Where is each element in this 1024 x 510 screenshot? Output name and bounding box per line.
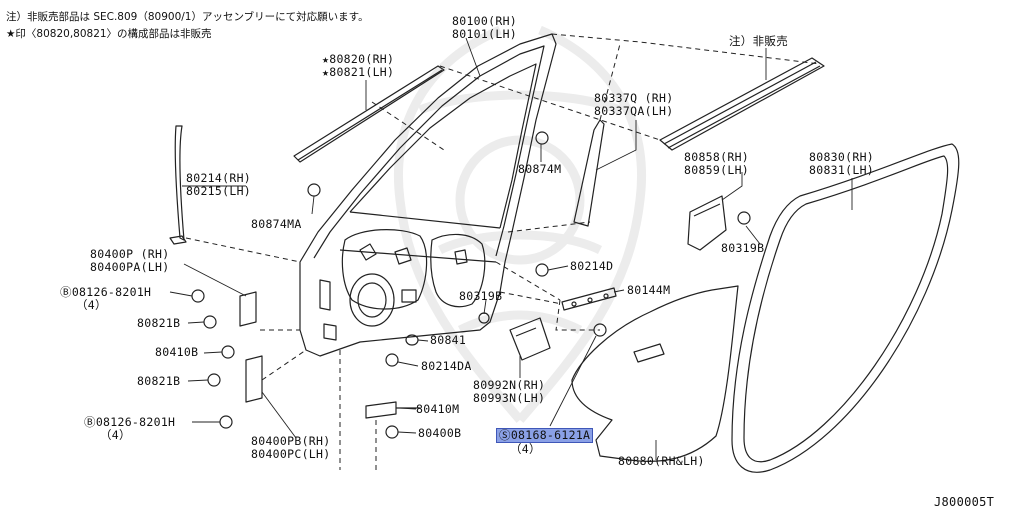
part-label-80410M[interactable]: 80410M [416,402,460,416]
part-label-80400P[interactable]: 80400P (RH) 80400PA(LH) [90,248,169,274]
moulding-non-sale [659,57,825,151]
part-label-80214[interactable]: 80214(RH) 80215(LH) [186,172,251,198]
part-label-80821B-top[interactable]: 80821B [137,316,181,330]
quantity-08168: （4） [510,442,541,456]
part-label-80400PB[interactable]: 80400PB(RH) 80400PC(LH) [251,435,330,461]
part-number-80821: ★80821(LH) [322,65,395,79]
part-number-80400PA: 80400PA(LH) [90,260,170,274]
part-number-80830: 80830(RH) [809,150,875,164]
part-number-80831: 80831(LH) [809,163,875,177]
part-number-80215: 80215(LH) [186,184,252,198]
quantity-08126-top: （4） [76,298,107,312]
part-label-80874M[interactable]: 80874M [518,162,562,176]
part-number-08126-bot: 08126-8201H [95,415,176,429]
note-line-2: ★印〈80820,80821〉の構成部品は非販売 [6,28,212,40]
part-label-08126-top[interactable]: Ⓑ08126-8201H （4） [60,286,151,312]
note-line-1: 注）非販売部品は SEC.809（80900/1）アッセンブリーにて対応願います… [6,11,369,23]
bracket-80858 [687,195,727,251]
part-number-08168: 08168-6121A [510,428,591,442]
part-number-80400PC: 80400PC(LH) [251,447,331,461]
assembly-lines [185,33,821,470]
part-label-80820[interactable]: ★80820(RH) ★80821(LH) [322,53,394,79]
door-shell-80100 [299,33,557,357]
part-number-80101: 80101(LH) [452,27,518,41]
part-label-80821B-bot[interactable]: 80821B [137,374,181,388]
part-label-80319B-mid[interactable]: 80319B [459,289,503,303]
sealing-screen-80880 [571,285,739,462]
part-number-80214: 80214(RH) [186,171,252,185]
part-label-80144M[interactable]: 80144M [627,283,671,297]
part-label-80337[interactable]: 80337Q (RH) 80337QA(LH) [594,92,673,118]
part-number-80400PB: 80400PB(RH) [251,434,331,448]
diagram-id: J800005T [934,495,995,509]
part-label-80100[interactable]: 80100(RH) 80101(LH) [452,15,517,41]
screw-symbol-S: Ⓢ [499,428,511,442]
sash-cover-80337 [573,119,605,227]
highlighted-part-08168: Ⓢ08168-6121A [496,428,594,443]
hinge-upper-80400P [239,291,257,327]
part-label-08168[interactable]: Ⓢ08168-6121A （4） [496,428,594,456]
part-number-80993N: 80993N(LH) [473,391,546,405]
sash-strip-80214 [174,125,185,241]
check-link-80410M [365,401,397,419]
part-number-80859: 80859(LH) [684,163,750,177]
part-number-80820: ★80820(RH) [322,52,395,66]
watermark-emblem [394,25,646,423]
label-non-sale: 注）非販売 [729,34,788,48]
part-label-80830[interactable]: 80830(RH) 80831(LH) [809,151,874,177]
weatherstrip-80830 [731,143,960,473]
hinge-lower-80400PB [245,355,263,403]
part-label-80214D[interactable]: 80214D [570,259,614,273]
quantity-08126-bot: （4） [100,428,131,442]
part-number-80992N: 80992N(RH) [473,378,546,392]
hinge-plate-80144M [561,287,617,311]
part-number-08126-top: 08126-8201H [71,285,152,299]
part-number-80100: 80100(RH) [452,14,518,28]
lock-80992N [509,317,551,361]
part-number-80858: 80858(RH) [684,150,750,164]
part-label-80874MA[interactable]: 80874MA [251,217,302,231]
part-label-80410B[interactable]: 80410B [155,345,199,359]
part-number-80337QA: 80337QA(LH) [594,104,674,118]
part-label-80400B[interactable]: 80400B [418,426,462,440]
part-label-80880[interactable]: 80880(RH&LH) [618,454,705,468]
part-label-08126-bot[interactable]: Ⓑ08126-8201H （4） [84,416,175,442]
part-number-80337Q: 80337Q (RH) [594,91,674,105]
part-label-80858[interactable]: 80858(RH) 80859(LH) [684,151,749,177]
part-number-80400P: 80400P (RH) [90,247,170,261]
bolt-symbol-B: Ⓑ [84,415,96,429]
part-label-80214DA[interactable]: 80214DA [421,359,472,373]
part-label-80992N[interactable]: 80992N(RH) 80993N(LH) [473,379,545,405]
part-label-80841[interactable]: 80841 [430,333,467,347]
bolt-symbol-B: Ⓑ [60,285,72,299]
part-label-80319B-top[interactable]: 80319B [721,241,765,255]
leader-lines [169,37,853,460]
